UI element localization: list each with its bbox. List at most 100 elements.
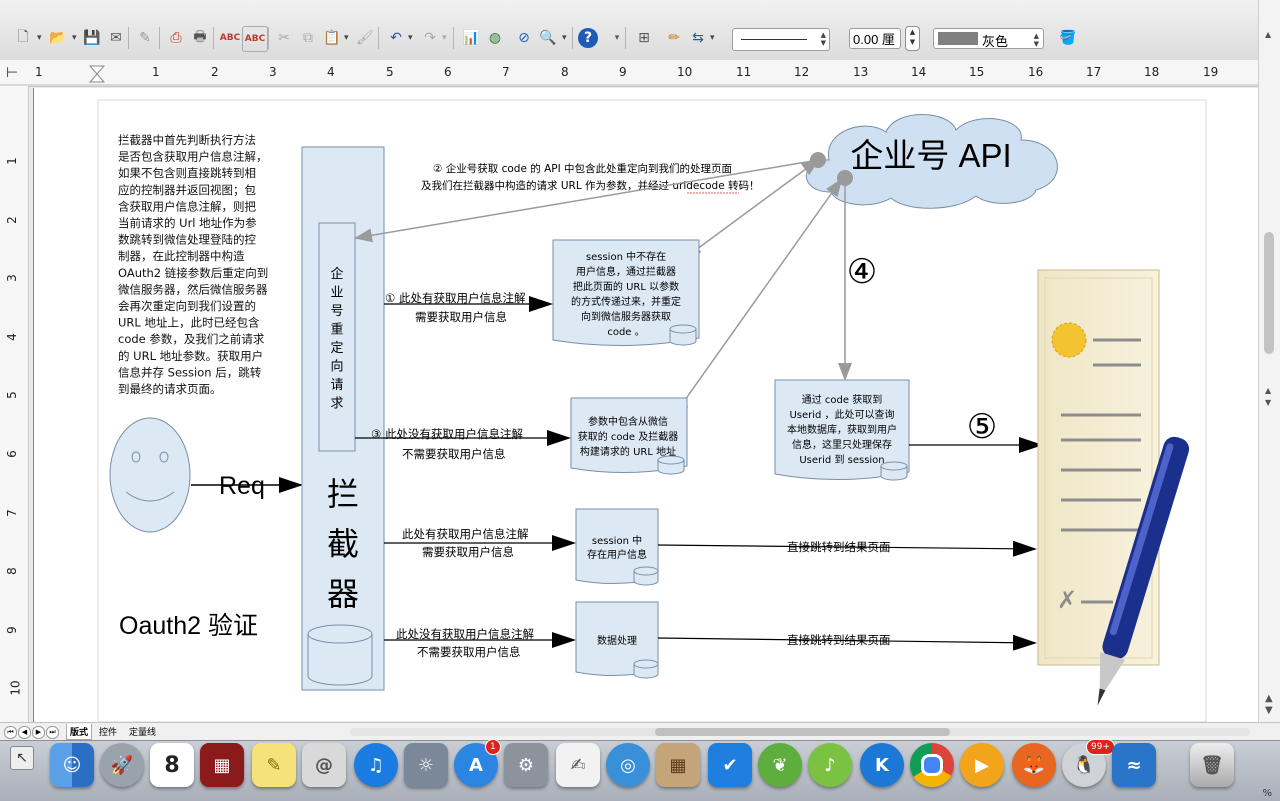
ruler-tick-label: 16 <box>1028 65 1044 79</box>
redo-icon[interactable]: ↷ <box>424 30 436 46</box>
line-width-input[interactable]: 0.00 厘 <box>849 28 901 49</box>
contacts-icon[interactable]: @ <box>302 743 346 787</box>
new-document-icon[interactable]: 🗋 <box>17 29 29 45</box>
sync-icon[interactable]: ≈ <box>1112 743 1156 787</box>
firefox-icon[interactable]: 🦊 <box>1012 743 1056 787</box>
document-page[interactable]: 拦截器中首先判断执行方法是否包含获取用户信息注解，如果不包含则直接跳转到相应的控… <box>33 88 1259 723</box>
chart-icon[interactable]: 📊 <box>462 30 480 46</box>
safari-icon[interactable]: ◎ <box>606 743 650 787</box>
chevron-down-icon[interactable]: ▾ <box>562 33 567 43</box>
save-icon[interactable]: 💾 <box>83 30 101 46</box>
launchpad-icon[interactable]: 🚀 <box>100 743 144 787</box>
finder-icon[interactable]: ☺ <box>50 743 94 787</box>
calculator-icon[interactable]: ▦ <box>656 743 700 787</box>
chevron-down-icon[interactable]: ▾ <box>710 33 715 43</box>
interceptor-label: 拦截器 <box>327 475 359 613</box>
ruler-tick-label: 19 <box>1203 65 1219 79</box>
scroll-thumb[interactable] <box>655 728 950 736</box>
ruler-tick-label: 8 <box>561 65 569 79</box>
doc-session-exists-line: 存在用户信息 <box>587 548 647 561</box>
open-folder-icon[interactable]: 📂 <box>49 30 67 46</box>
scroll-thumb[interactable] <box>1264 232 1274 354</box>
prev-tab-icon[interactable]: ◀ <box>18 726 31 739</box>
redirect-char: 重 <box>330 322 343 338</box>
music-icon[interactable]: ♪ <box>808 743 852 787</box>
compass-icon[interactable]: ⊘ <box>518 30 530 46</box>
ruler-tick-label: 3 <box>269 65 277 79</box>
autospellcheck-icon[interactable]: ABC <box>242 26 268 52</box>
step1-sub: 需要获取用户信息 <box>415 310 507 324</box>
vertical-scrollbar[interactable]: ▲ ▲ ▼ ▲ ▼ <box>1258 0 1280 722</box>
clone-formatting-icon[interactable]: 🖌 <box>356 30 374 46</box>
page-down-icon[interactable]: ▼ <box>1265 705 1273 716</box>
chevron-down-icon[interactable]: ▾ <box>442 33 447 43</box>
pen-icon <box>1097 436 1190 706</box>
ruler-tick-label: 1 <box>4 157 19 165</box>
system-preferences-icon[interactable]: ⚙ <box>504 743 548 787</box>
area-fill-icon[interactable]: 🪣 <box>1059 30 1077 46</box>
help-icon[interactable]: ? <box>578 28 598 48</box>
doc-userid-line: Userid 到 session <box>799 454 884 466</box>
textedit-icon[interactable]: ✍ <box>556 743 600 787</box>
copy-icon[interactable]: ⧉ <box>303 30 313 46</box>
first-tab-icon[interactable]: ⏮ <box>4 726 17 739</box>
line-color-select[interactable]: 灰色 ▲▼ <box>933 28 1044 49</box>
chevron-down-icon[interactable]: ▾ <box>344 33 349 43</box>
zoom-icon[interactable]: 🔍 <box>539 30 557 46</box>
scroll-up-icon[interactable]: ▲ <box>1265 30 1272 39</box>
last-tab-icon[interactable]: ⏭ <box>46 726 59 739</box>
separator <box>572 27 573 49</box>
calendar-icon[interactable]: 8 <box>150 743 194 787</box>
horizontal-scrollbar[interactable] <box>350 728 1250 736</box>
arrow-result-1 <box>657 540 1037 557</box>
more-options-icon[interactable]: ▾ <box>614 33 620 43</box>
zoom-percent: % <box>1262 788 1272 799</box>
cut-icon[interactable]: ✂ <box>278 30 290 46</box>
select-pointer-icon[interactable]: ↖ <box>10 746 34 770</box>
photo-booth-icon[interactable]: ▦ <box>200 743 244 787</box>
edit-file-icon[interactable]: ✎ <box>139 30 151 46</box>
description-line: 信息并存 Session 后，跳转 <box>118 365 262 379</box>
jump-label-2: 直接跳转到结果页面 <box>787 633 891 647</box>
print-icon[interactable]: 🖶 <box>193 29 207 45</box>
chrome-icon[interactable] <box>910 743 954 787</box>
page-up-icon[interactable]: ▲ <box>1265 693 1273 704</box>
description-line: 的 URL 地址参数。获取用户 <box>118 349 263 363</box>
line-style-icon[interactable]: ✏ <box>668 30 680 46</box>
ruler-tick-label: 4 <box>4 332 19 341</box>
ruler-tick-label: 7 <box>4 508 19 517</box>
ruler-tick-label: 17 <box>1086 65 1102 79</box>
photos-icon[interactable]: ☼ <box>404 743 448 787</box>
paste-icon[interactable]: 📋 <box>323 30 341 46</box>
email-icon[interactable]: ✉ <box>110 30 122 46</box>
line-width-stepper[interactable]: ▲▼ <box>905 26 920 51</box>
line-style-select[interactable]: ▲▼ <box>732 28 830 51</box>
ruler-tick-label: 15 <box>969 65 985 79</box>
chevron-down-icon[interactable]: ▾ <box>408 33 413 43</box>
itunes-icon[interactable]: ♫ <box>354 743 398 787</box>
ruler-tick-label: 2 <box>4 215 19 224</box>
undo-icon[interactable]: ↶ <box>390 30 402 46</box>
arrow-style-icon[interactable]: ⇆ <box>692 30 704 46</box>
draw-functions-icon[interactable]: ⊞ <box>638 30 650 46</box>
tab-dimension-lines[interactable]: 定量线 <box>129 728 157 738</box>
navigator-icon[interactable]: ◍ <box>488 30 502 46</box>
export-pdf-icon[interactable]: ⎙ <box>170 30 182 46</box>
chevron-down-icon[interactable]: ▾ <box>72 33 77 43</box>
notes-icon[interactable]: ✎ <box>252 743 296 787</box>
spring-icon[interactable]: ❦ <box>758 743 802 787</box>
tab-controls[interactable]: 控件 <box>99 728 118 738</box>
security-icon[interactable]: ✔ <box>708 743 752 787</box>
scroll-down-icon[interactable]: ▼ <box>1265 398 1272 407</box>
tab-layout[interactable]: 版式 <box>66 724 93 740</box>
trash-icon[interactable]: 🗑 <box>1190 743 1234 787</box>
scroll-up-icon[interactable]: ▲ <box>1265 386 1272 395</box>
next-tab-icon[interactable]: ▶ <box>32 726 45 739</box>
spellcheck-icon[interactable]: ABC <box>219 33 241 43</box>
player-icon[interactable]: ▶ <box>960 743 1004 787</box>
chevron-down-icon[interactable]: ▾ <box>37 33 42 43</box>
kugou-icon[interactable]: K <box>860 743 904 787</box>
